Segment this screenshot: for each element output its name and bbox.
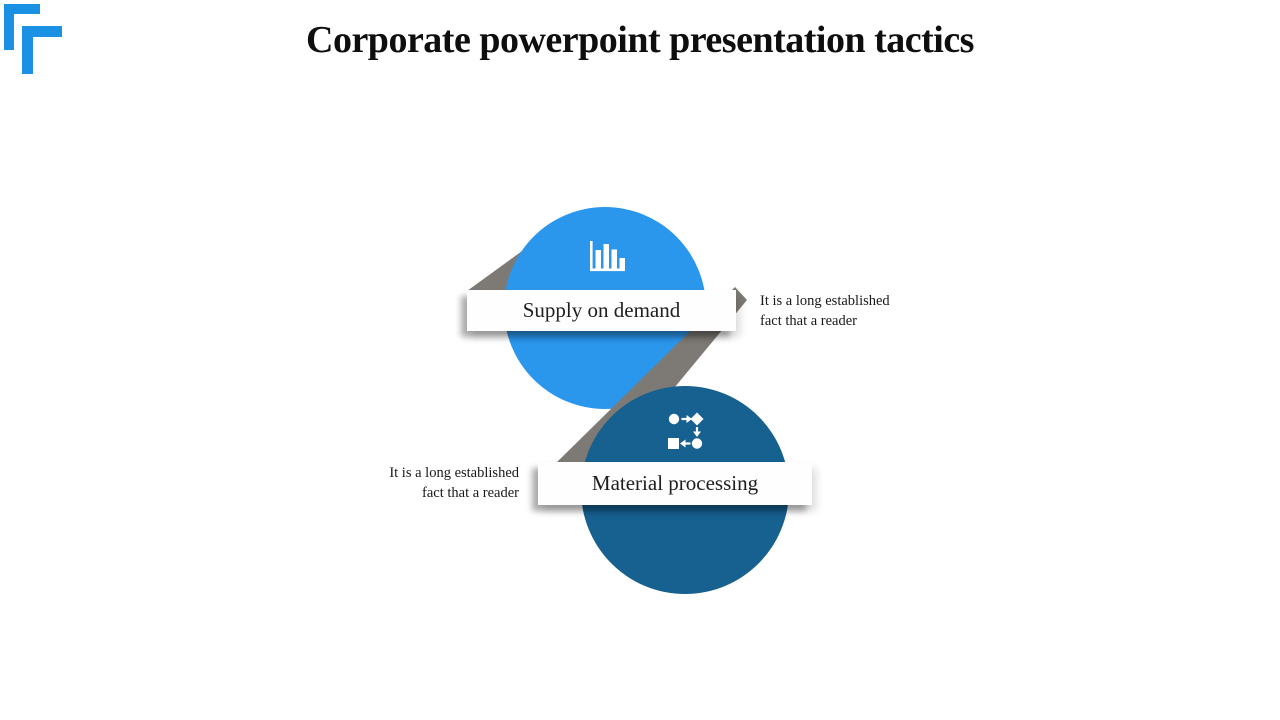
banner-processing-label: Material processing <box>591 471 759 495</box>
caption-supply-line1: It is a long established <box>760 293 890 309</box>
logo-bracket-front-icon <box>22 26 62 74</box>
page-title: Corporate powerpoint presentation tactic… <box>306 19 974 61</box>
banner-supply: Supply on demand <box>467 290 736 331</box>
logo-bracket-back-icon <box>4 4 40 50</box>
logo <box>4 4 62 74</box>
bar-chart-icon <box>590 241 625 272</box>
caption-processing-line2: fact that a reader <box>422 485 519 501</box>
process-flow-icon <box>668 412 704 449</box>
caption-processing: It is a long established fact that a rea… <box>349 463 519 503</box>
caption-supply-line2: fact that a reader <box>760 313 857 329</box>
caption-supply: It is a long established fact that a rea… <box>760 291 930 331</box>
ribbon-band <box>556 287 747 463</box>
caption-processing-line1: It is a long established <box>389 465 519 481</box>
banner-processing: Material processing <box>538 462 812 505</box>
banner-supply-label: Supply on demand <box>522 298 681 322</box>
